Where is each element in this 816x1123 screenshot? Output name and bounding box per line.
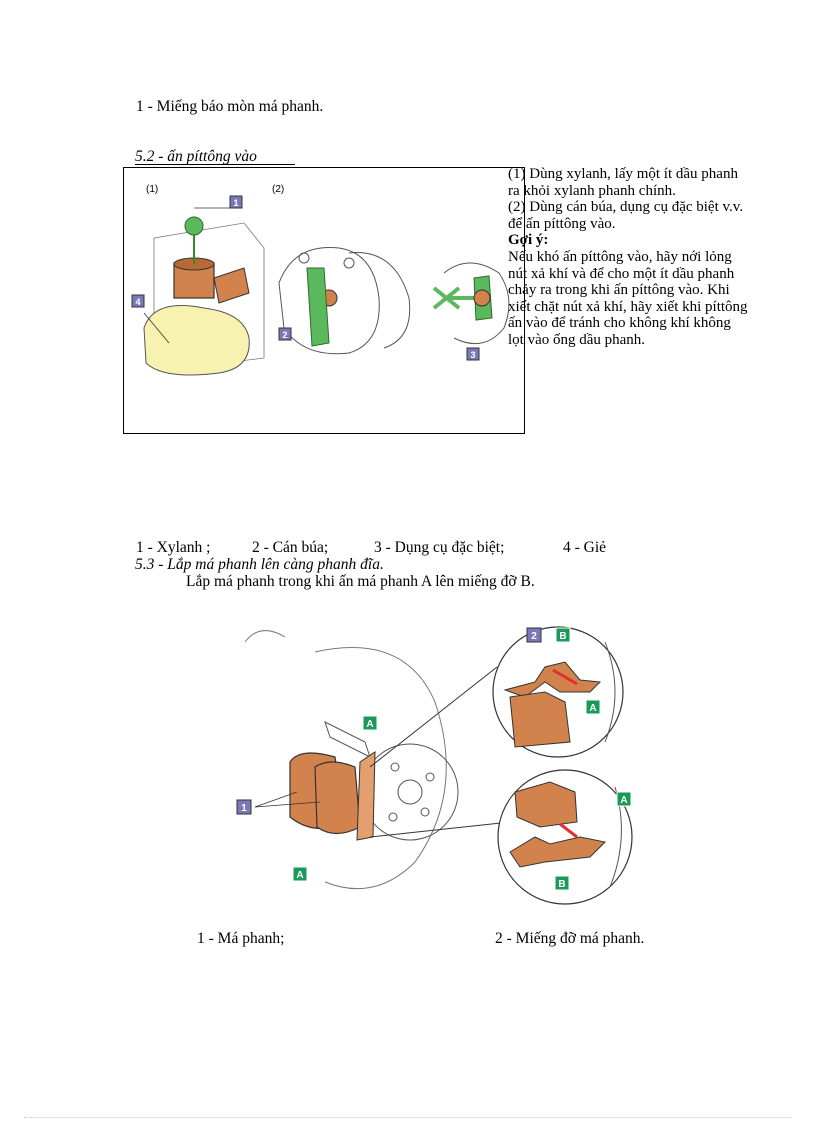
- section-heading-5-2: 5.2 - ấn píttông vào: [135, 148, 257, 165]
- detail-circle-top: 2 B A: [492, 626, 624, 758]
- caliper-tool-illustration: [432, 262, 510, 345]
- figure-pad-installation-drawing: A 1 A 2 B A A: [236, 626, 633, 905]
- page-bottom-divider: [24, 1117, 792, 1118]
- tip-text: Nếu khó ấn píttông vào, hãy nới lỏng nút…: [508, 248, 748, 348]
- callout-a-bottom: A: [296, 870, 303, 881]
- callout-1-pads: 1: [241, 803, 247, 814]
- callout-2-support: 2: [531, 631, 537, 642]
- legend-pad-support: 2 - Miếng đỡ má phanh.: [495, 930, 645, 947]
- instruction-text: Lắp má phanh trong khi ấn má phanh A lên…: [186, 573, 535, 590]
- callout-b-top-detail: B: [559, 631, 566, 642]
- callout-box-2: [278, 327, 292, 341]
- callout-1: 1: [233, 198, 238, 208]
- disc-brake-illustration: [244, 630, 511, 890]
- callout-3: 3: [470, 350, 475, 360]
- caliper-hammer-illustration: [278, 246, 411, 355]
- callout-4: 4: [135, 297, 140, 307]
- notes-column: (1) Dùng xylanh, lấy một ít dầu phanh ra…: [508, 166, 748, 349]
- fig-label-2: (2): [272, 184, 284, 195]
- note-step-2: (2) Dùng cán búa, dụng cụ đặc biệt v.v. …: [508, 199, 744, 232]
- rag-shape: [143, 305, 250, 376]
- caption-wear-indicator: 1 - Miếng báo mòn má phanh.: [136, 98, 324, 115]
- callout-box-1: [229, 195, 243, 209]
- figure-piston-press: (1) (2) 1 4 2: [123, 167, 525, 434]
- callout-a-bottom-detail: A: [620, 795, 627, 806]
- section-heading-5-3: 5.3 - Lắp má phanh lên càng phanh đĩa.: [135, 556, 384, 573]
- figure-piston-press-drawing: (1) (2) 1 4 2: [131, 184, 510, 376]
- legend-brake-pad: 1 - Má phanh;: [197, 930, 285, 947]
- heading-underline: [135, 164, 295, 165]
- callout-group-main: A 1 A: [236, 715, 378, 882]
- detail-circle-bottom: A B: [497, 769, 633, 905]
- figure-pad-installation: A 1 A 2 B A A: [205, 612, 665, 912]
- legend-item-1: 1 - Xylanh ;: [136, 539, 211, 556]
- callout-a-top: A: [366, 719, 373, 730]
- tip-title: Gợi ý:: [508, 232, 549, 249]
- note-step-1: (1) Dùng xylanh, lấy một ít dầu phanh ra…: [508, 166, 738, 199]
- callout-b-bottom-detail: B: [558, 879, 565, 890]
- legend-item-2: 2 - Cán búa;: [252, 539, 329, 556]
- reservoir-illustration: [143, 207, 265, 376]
- callout-2: 2: [282, 330, 287, 340]
- legend-item-4: 4 - Giẻ: [563, 539, 607, 556]
- brake-pad-inner: [314, 761, 361, 835]
- callout-box-3: [466, 347, 480, 361]
- fig-label-1: (1): [146, 184, 158, 195]
- callout-box-4: [131, 294, 145, 308]
- callout-a-top-detail: A: [589, 703, 596, 714]
- legend-item-3: 3 - Dụng cụ đặc biệt;: [374, 539, 505, 556]
